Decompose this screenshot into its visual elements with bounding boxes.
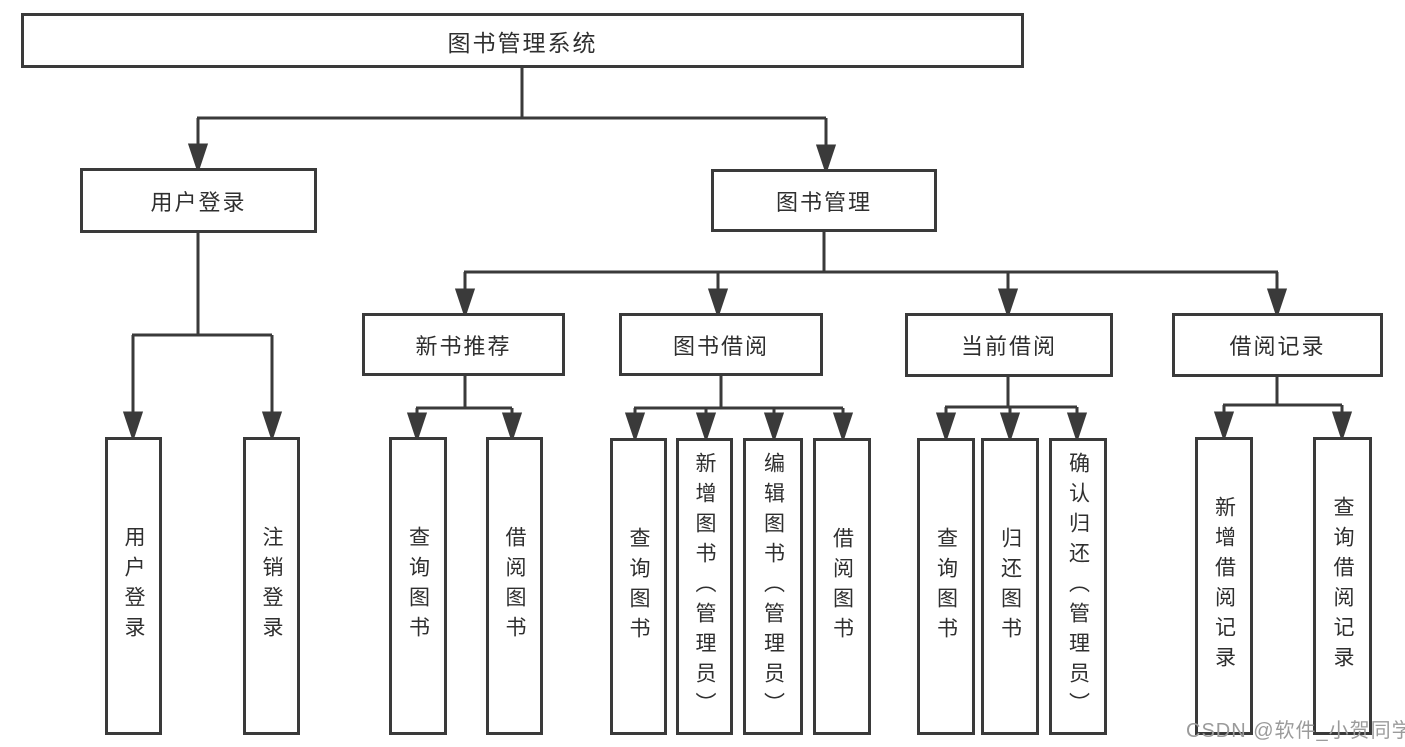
leaf-nb-query-book-label: 查询图书 — [406, 526, 430, 646]
leaf-bb-edit-book-admin: 编辑图书（管理员） — [743, 438, 803, 735]
leaf-br-query-record-label: 查询借阅记录 — [1331, 496, 1355, 676]
leaf-cb-return-book: 归还图书 — [981, 438, 1039, 735]
branch-root — [187, 68, 837, 175]
leaf-bb-edit-book-admin-label: 编辑图书（管理员） — [761, 451, 785, 722]
node-new-book-recommend-label: 新书推荐 — [415, 333, 512, 359]
leaf-br-query-record: 查询借阅记录 — [1313, 437, 1372, 735]
leaf-bb-borrow-book: 借阅图书 — [813, 438, 871, 735]
node-borrow-records-label: 借阅记录 — [1229, 334, 1326, 359]
branch-current-borrow — [935, 377, 1088, 443]
node-book-borrow-label: 图书借阅 — [672, 333, 769, 359]
node-new-book-recommend: 新书推荐 — [362, 313, 565, 376]
leaf-cb-confirm-return-admin: 确认归还（管理员） — [1049, 438, 1107, 735]
leaf-bb-borrow-book-label: 借阅图书 — [830, 526, 854, 647]
branch-user-login — [122, 233, 283, 442]
node-book-management-label: 图书管理 — [775, 189, 872, 215]
leaf-logout-login-label: 注销登录 — [260, 526, 284, 646]
leaf-bb-query-book-label: 查询图书 — [627, 526, 651, 647]
leaf-logout-login: 注销登录 — [243, 437, 300, 735]
leaf-user-login: 用户登录 — [105, 437, 162, 735]
leaf-user-login-label: 用户登录 — [122, 526, 146, 646]
node-current-borrow-label: 当前借阅 — [960, 334, 1057, 359]
leaf-br-add-record-label: 新增借阅记录 — [1212, 496, 1236, 676]
node-book-management: 图书管理 — [711, 169, 937, 232]
branch-borrow-records — [1213, 377, 1353, 442]
node-borrow-records: 借阅记录 — [1172, 313, 1383, 377]
node-root: 图书管理系统 — [21, 13, 1024, 68]
node-current-borrow: 当前借阅 — [905, 313, 1113, 377]
leaf-nb-borrow-book-label: 借阅图书 — [503, 526, 527, 646]
leaf-bb-add-book-admin-label: 新增图书（管理员） — [693, 451, 717, 722]
leaf-cb-return-book-label: 归还图书 — [998, 526, 1022, 647]
leaf-bb-add-book-admin: 新增图书（管理员） — [676, 438, 733, 735]
node-user-login-label: 用户登录 — [150, 189, 247, 215]
leaf-nb-borrow-book: 借阅图书 — [486, 437, 543, 735]
node-user-login: 用户登录 — [80, 168, 317, 233]
branch-book-borrow — [624, 376, 854, 443]
leaf-cb-query-book: 查询图书 — [917, 438, 975, 735]
branch-book-management — [454, 232, 1288, 319]
node-root-label: 图书管理系统 — [447, 29, 598, 56]
leaf-cb-query-book-label: 查询图书 — [934, 526, 958, 647]
leaf-bb-query-book: 查询图书 — [610, 438, 667, 735]
node-book-borrow: 图书借阅 — [619, 313, 823, 376]
leaf-nb-query-book: 查询图书 — [389, 437, 447, 735]
leaf-br-add-record: 新增借阅记录 — [1195, 437, 1253, 735]
csdn-watermark: CSDN @软件_小贺同学 — [1186, 720, 1405, 742]
branch-new-book-recommend — [406, 376, 523, 443]
leaf-cb-confirm-return-admin-label: 确认归还（管理员） — [1066, 451, 1090, 722]
